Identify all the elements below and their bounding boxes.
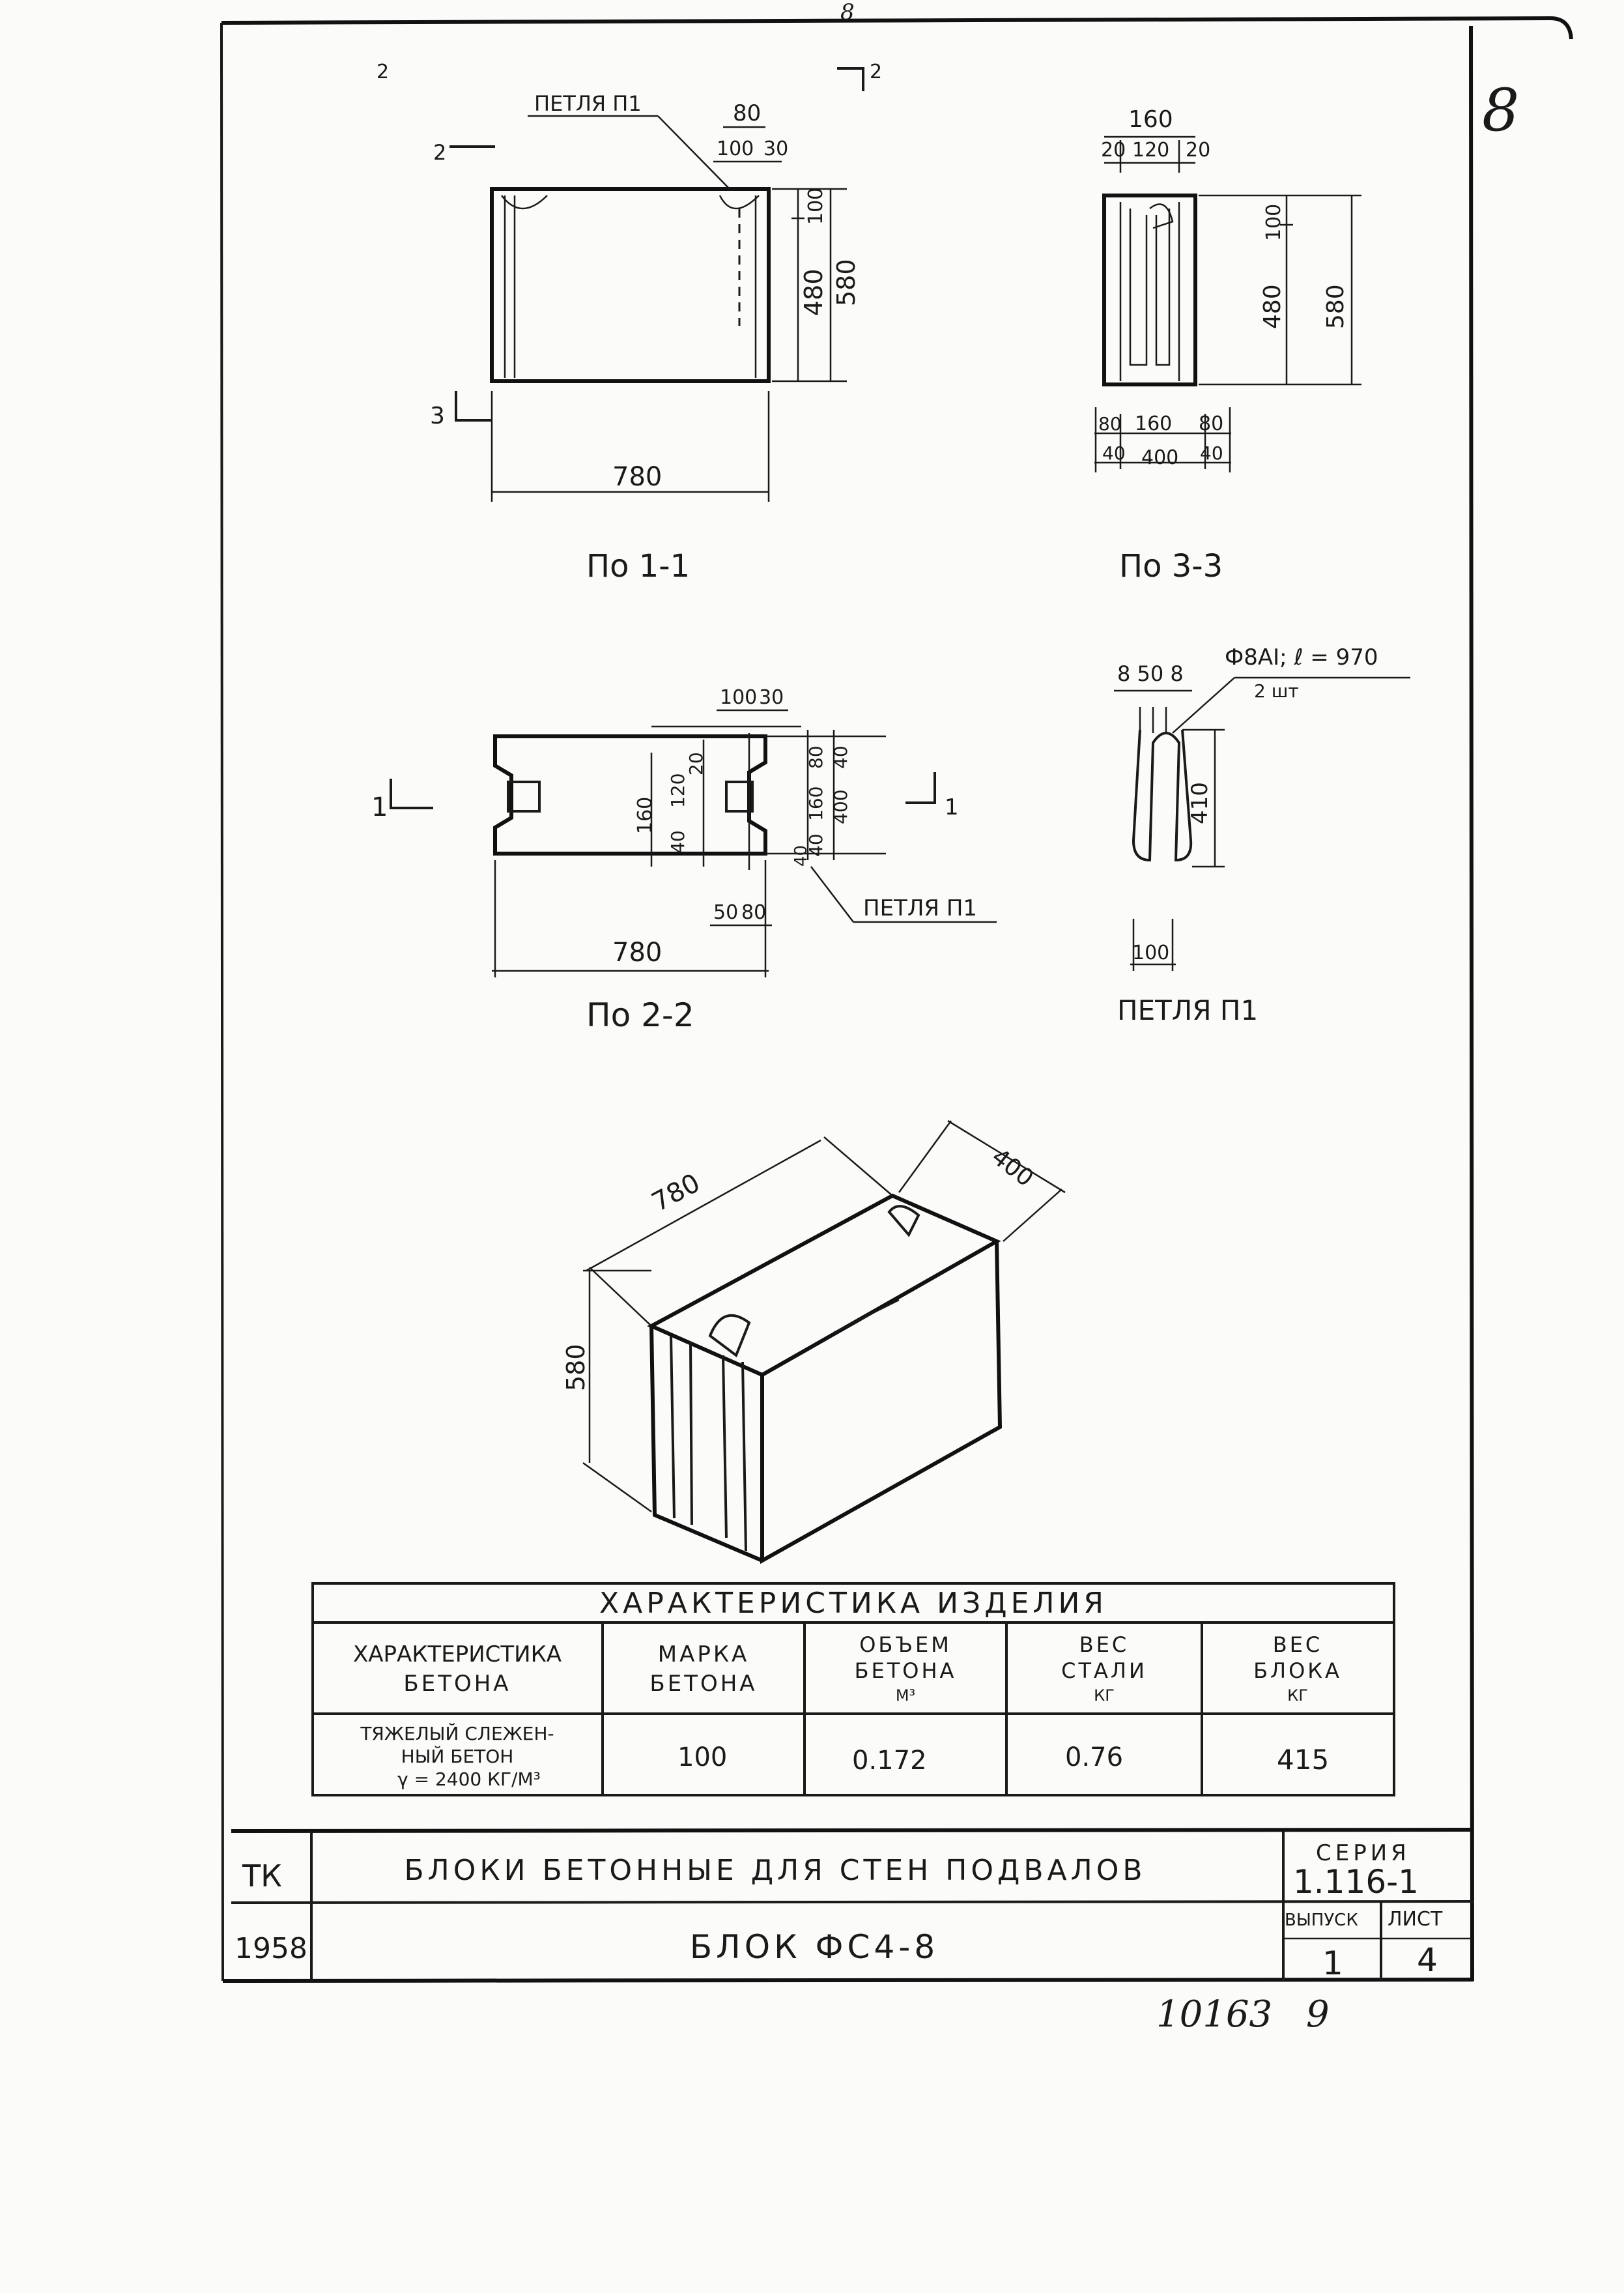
loop-dim-top: 8 50 8 — [1117, 661, 1184, 686]
td-steel: 0.76 — [1065, 1742, 1123, 1772]
th-volume-1: ОБЪЕМ — [859, 1632, 952, 1657]
mark-3-bottom: 3 — [430, 403, 445, 429]
iso-dim-height: 580 — [562, 1344, 590, 1391]
dim-30-2-2: 30 — [759, 686, 784, 709]
loop-spec-1: Ф8АI; ℓ = 970 — [1225, 644, 1378, 671]
dim-80-1-1: 80 — [733, 100, 761, 126]
tb-series-value: 1.116-1 — [1293, 1863, 1419, 1901]
dim-100-2-2: 100 — [720, 686, 757, 709]
dim-80b-2-2: 80 — [741, 901, 766, 924]
tb-title: БЛОКИ БЕТОННЫЕ ДЛЯ СТЕН ПОДВАЛОВ — [404, 1854, 1146, 1887]
td-concrete-1: ТЯЖЕЛЫЙ СЛЕЖЕН- — [360, 1722, 554, 1744]
dim-100-3-3: 100 — [1262, 204, 1285, 241]
dim-400-3-3: 400 — [1141, 446, 1178, 469]
td-grade: 100 — [677, 1742, 727, 1772]
dim-20a-3-3: 20 — [1101, 139, 1126, 162]
title-3-3: По 3-3 — [1119, 548, 1223, 584]
dim-width-1-1: 780 — [612, 462, 662, 492]
dim-40c-2-2: 40 — [805, 833, 827, 857]
tb-sheet-value: 4 — [1417, 1941, 1438, 1979]
title-2-2: По 2-2 — [586, 996, 694, 1034]
mark-2-left-top: 2 — [377, 61, 389, 83]
dim-40b-3-3: 40 — [1200, 442, 1223, 464]
dim-50-2-2: 50 — [713, 901, 738, 924]
dim-h480-1-1: 480 — [799, 268, 828, 316]
dim-40b-2-2: 40 — [830, 745, 851, 769]
mark-2-left-mid: 2 — [433, 140, 446, 165]
th-weight-2: БЛОКА — [1253, 1658, 1342, 1683]
td-volume: 0.172 — [852, 1746, 927, 1776]
th-concrete-2: БЕТОНА — [403, 1671, 511, 1697]
dim-width-2-2: 780 — [612, 938, 662, 968]
th-grade-1: МАРКА — [658, 1641, 750, 1667]
footer-number: 10163 — [1156, 1993, 1272, 2036]
view-2-2: 100 30 160 120 40 20 80 40 160 400 40 40… — [371, 686, 997, 1034]
loop-dim-bottom: 100 — [1132, 942, 1169, 964]
loop-label-1-1: ПЕТЛЯ П1 — [534, 91, 642, 116]
tb-issue-value: 1 — [1322, 1944, 1343, 1982]
mark-1-left: 1 — [371, 792, 388, 822]
dim-30-1-1: 30 — [763, 137, 788, 160]
dim-120-2-2: 120 — [667, 773, 689, 808]
tb-org: ТК — [242, 1858, 282, 1894]
th-concrete-1: ХАРАКТЕРИСТИКА — [353, 1641, 562, 1667]
td-concrete-3: γ = 2400 КГ/М³ — [397, 1768, 541, 1790]
dim-120-3-3: 120 — [1132, 139, 1169, 162]
iso-dim-width: 400 — [986, 1144, 1038, 1192]
corner-mark: 8 — [1482, 76, 1519, 145]
th-volume-3: М³ — [896, 1686, 915, 1705]
title-block: ТК 1958 БЛОКИ БЕТОННЫЕ ДЛЯ СТЕН ПОДВАЛОВ… — [231, 1828, 1474, 1982]
characteristics-table: ХАРАКТЕРИСТИКА ИЗДЕЛИЯ ХАРАКТЕРИСТИКА БЕ… — [311, 1582, 1395, 1796]
tb-sheet-label: ЛИСТ — [1388, 1908, 1443, 1931]
th-weight-1: ВЕС — [1273, 1632, 1323, 1657]
tb-subtitle: БЛОК ФС4-8 — [690, 1928, 939, 1966]
loop-label-2-2: ПЕТЛЯ П1 — [863, 895, 977, 921]
loop-title: ПЕТЛЯ П1 — [1117, 994, 1258, 1026]
loop-spec-2: 2 шт — [1254, 680, 1299, 702]
dim-20b-3-3: 20 — [1186, 139, 1210, 162]
dim-80b-3-3: 80 — [1199, 412, 1223, 435]
dim-80a-3-3: 80 — [1098, 413, 1122, 435]
tb-issue-label: ВЫПУСК — [1285, 1911, 1358, 1930]
sheet-frame — [220, 16, 1573, 1983]
dim-400-2-2: 400 — [830, 790, 851, 824]
view-1-1: 780 100 480 580 80 100 30 ПЕТЛЯ П1 2 2 2… — [377, 61, 882, 584]
dim-160-bot-3-3: 160 — [1135, 412, 1172, 435]
dim-480-3-3: 480 — [1259, 284, 1286, 329]
th-steel-1: ВЕС — [1079, 1632, 1130, 1657]
dim-160-2-2: 160 — [634, 797, 657, 834]
dim-160b-2-2: 160 — [805, 786, 827, 821]
td-concrete-2: НЫЙ БЕТОН — [401, 1745, 514, 1767]
th-steel-3: КГ — [1094, 1686, 1115, 1705]
dim-20-2-2: 20 — [685, 752, 707, 775]
th-volume-2: БЕТОНА — [855, 1658, 957, 1683]
th-steel-2: СТАЛИ — [1061, 1658, 1147, 1683]
dim-40a-3-3: 40 — [1102, 442, 1126, 464]
dim-40d-2-2: 40 — [791, 845, 811, 867]
th-weight-3: КГ — [1287, 1686, 1308, 1705]
tb-year: 1958 — [235, 1932, 307, 1965]
dim-40a-2-2: 40 — [667, 830, 689, 854]
td-weight: 415 — [1277, 1744, 1329, 1776]
footer-page: 9 — [1306, 1993, 1330, 2036]
top-mark: 8 — [840, 0, 855, 25]
loop-detail: 8 50 8 Ф8АI; ℓ = 970 2 шт 410 100 ПЕТЛЯ … — [1114, 644, 1410, 1026]
loop-dim-height: 410 — [1187, 782, 1213, 824]
dim-h580-1-1: 580 — [832, 259, 861, 306]
dim-100-1-1: 100 — [717, 137, 754, 160]
isometric-view: 780 400 580 — [562, 1119, 1066, 1565]
dim-580-3-3: 580 — [1322, 284, 1349, 329]
title-1-1: По 1-1 — [586, 548, 690, 584]
dim-80-2-2: 80 — [805, 745, 827, 769]
th-grade-2: БЕТОНА — [649, 1671, 757, 1697]
mark-2-right-top: 2 — [870, 61, 882, 83]
dim-h100-1-1: 100 — [805, 188, 827, 225]
tb-series-label: СЕРИЯ — [1316, 1840, 1410, 1866]
dim-160-top-3-3: 160 — [1128, 106, 1173, 133]
view-3-3: 160 20 120 20 100 480 580 80 160 80 40 4… — [1094, 106, 1361, 584]
table-caption: ХАРАКТЕРИСТИКА ИЗДЕЛИЯ — [599, 1587, 1107, 1620]
mark-1-right: 1 — [945, 794, 959, 820]
